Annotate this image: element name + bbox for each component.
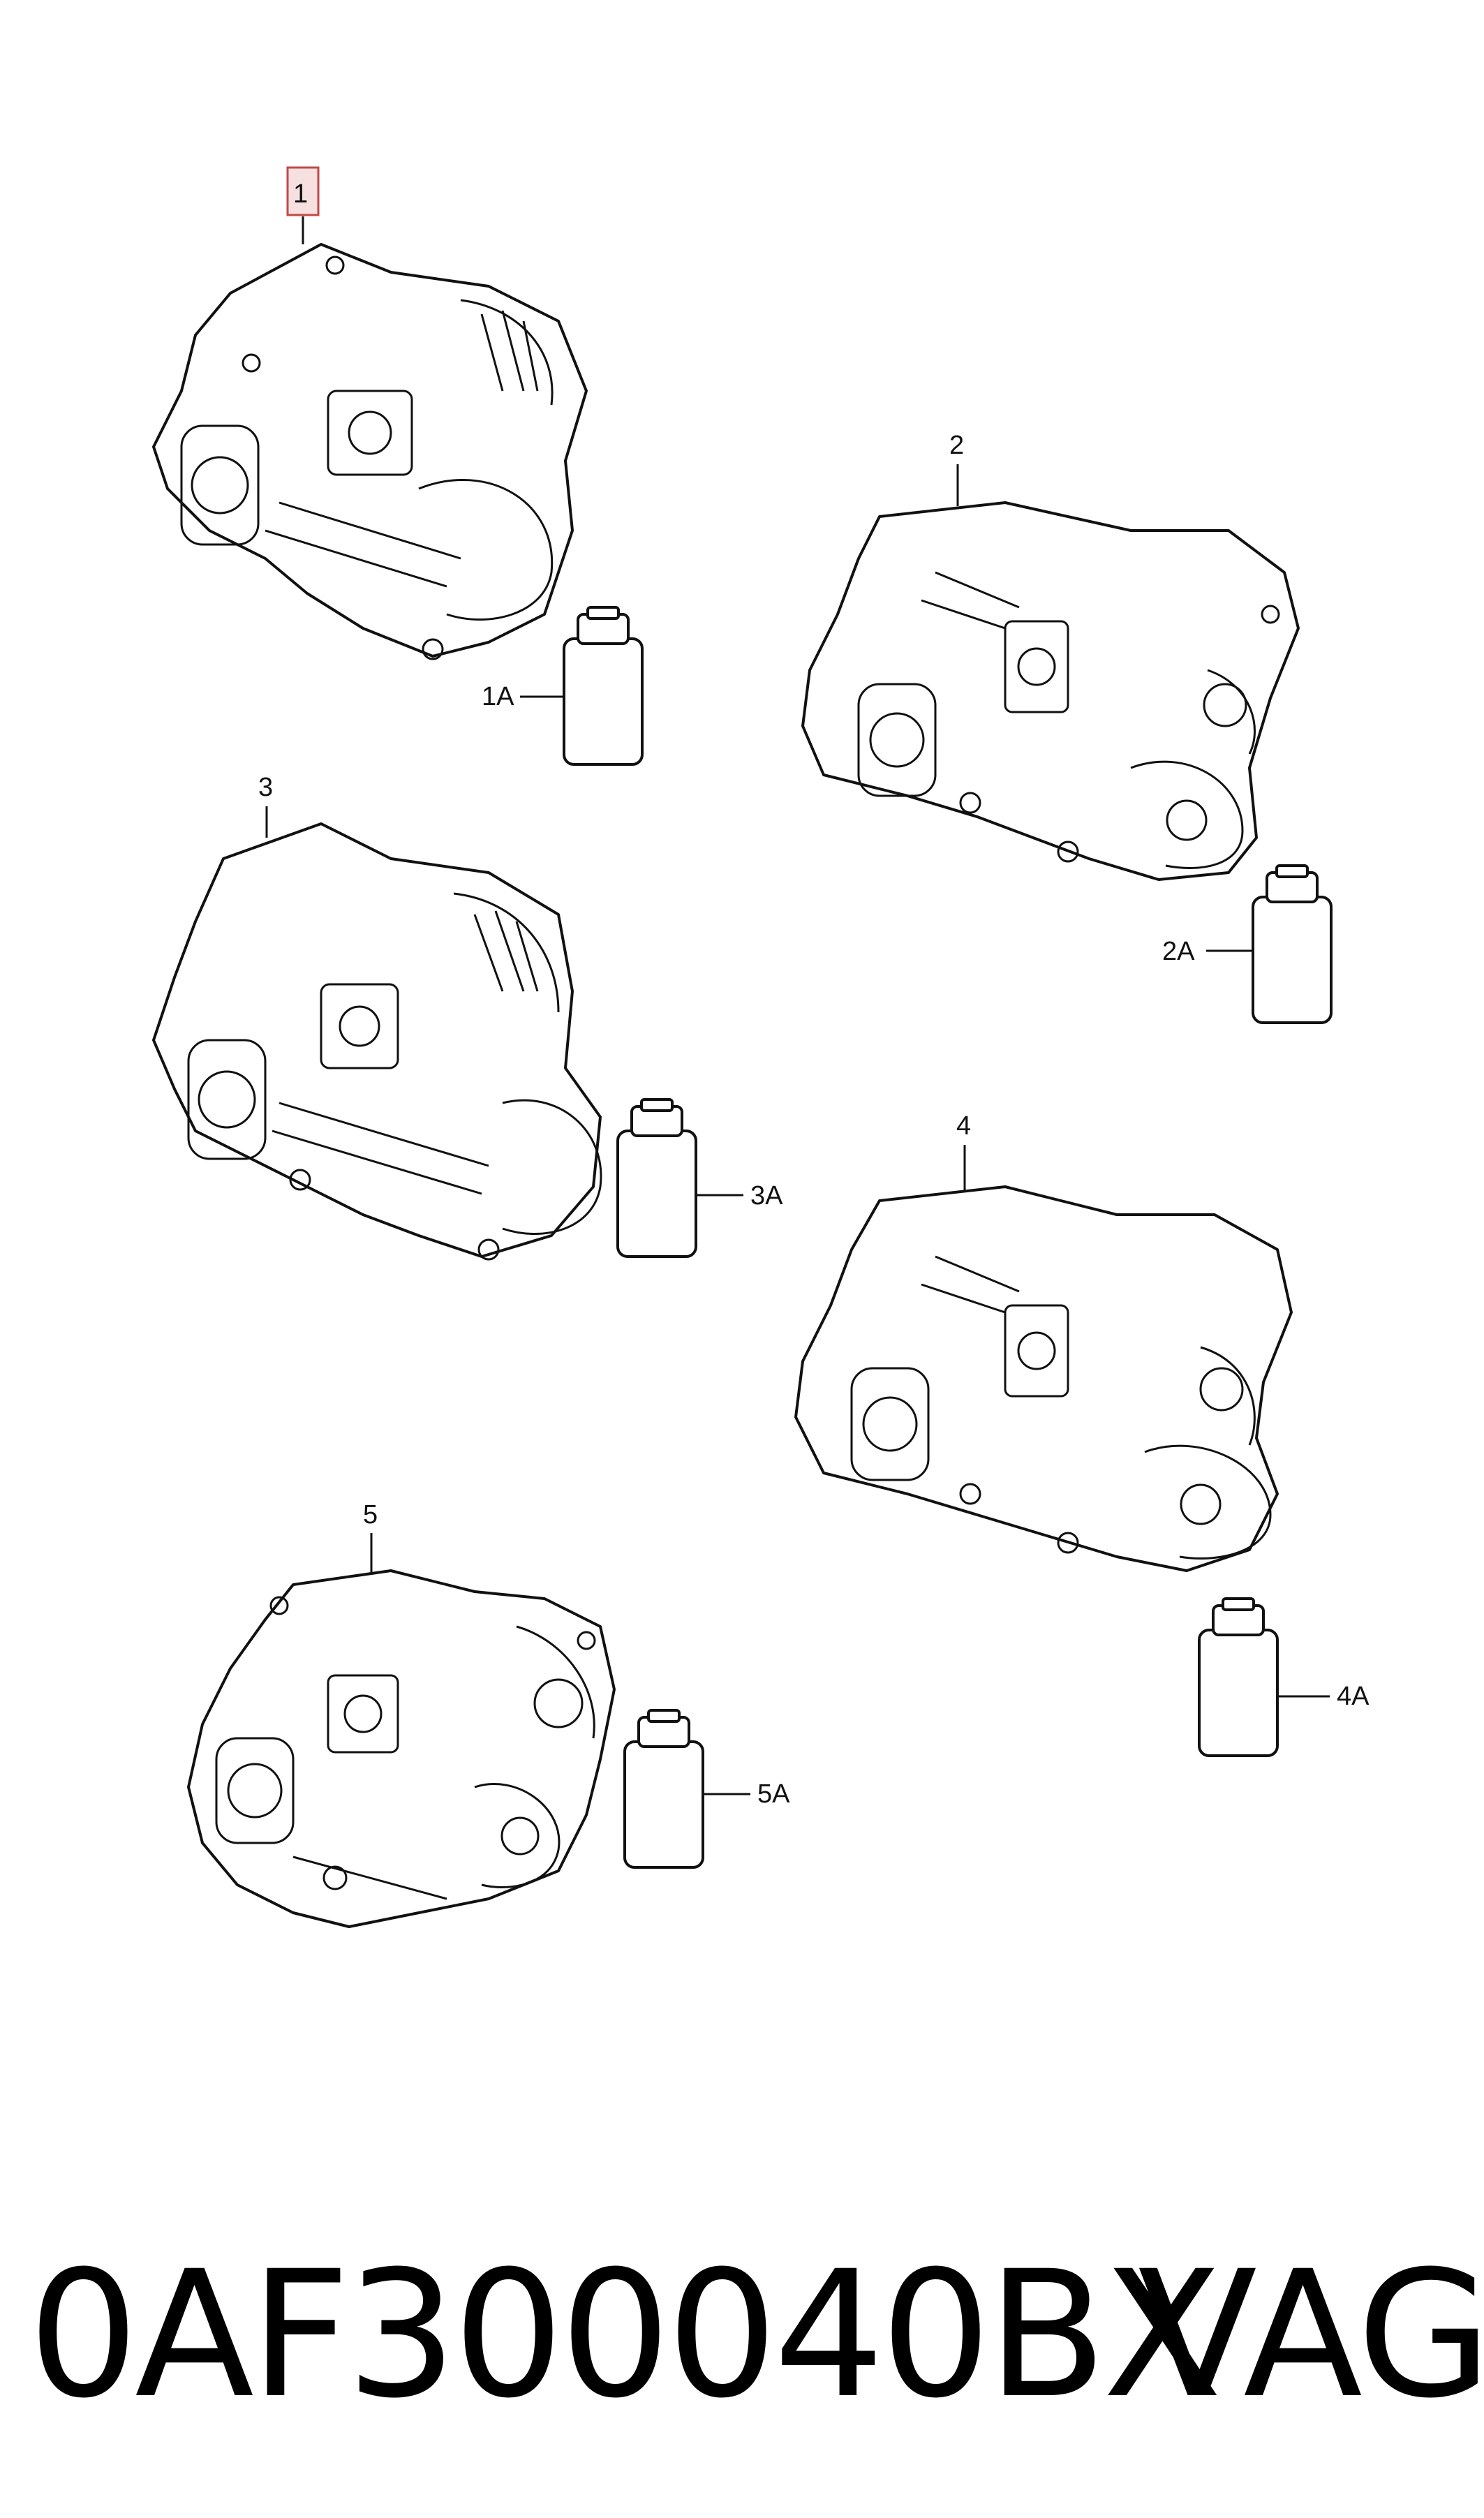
callout-5a-label: 5A [757,1779,790,1809]
gearbox-3-illustration [152,822,602,1261]
oil-bottle-2a-illustration [1252,864,1333,1024]
callout-5-label: 5 [363,1500,378,1530]
callout-3-label: 3 [258,773,273,802]
callout-1-label: 1 [293,179,308,209]
gearbox-5-illustration [187,1569,616,1928]
part-number: 0AF300040BX [28,2233,1222,2436]
gearbox-1-illustration [152,243,588,660]
brand-name: VAG [1138,2233,1484,2436]
oil-bottle-4a-illustration [1198,1597,1279,1757]
oil-bottle-5a-illustration [623,1709,704,1869]
oil-bottle-1a-illustration [563,606,644,766]
callout-1a-label: 1A [482,682,514,711]
callout-4-label: 4 [956,1111,971,1141]
callout-2a-label: 2A [1162,937,1195,966]
oil-bottle-3a-illustration [616,1098,697,1258]
callout-3a-label: 3A [750,1181,783,1210]
callout-1-highlight-box [286,166,320,216]
gearbox-4-illustration [794,1185,1293,1572]
callout-4a-label: 4A [1337,1682,1370,1711]
gearbox-2-illustration [801,501,1300,881]
callout-2-label: 2 [949,431,964,460]
